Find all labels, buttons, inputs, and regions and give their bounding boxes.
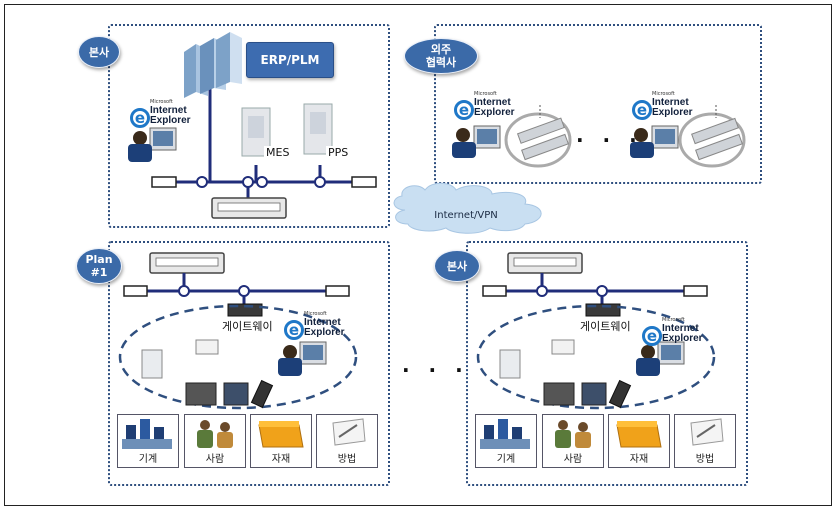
plant2-user-icon [636,341,685,376]
ie-top: Internet [662,323,699,334]
plant2-panel-material: 자재 [608,414,670,468]
factory-icon [480,419,530,449]
ie-top: Internet [304,317,341,328]
partner-zone [434,24,762,184]
plant1-badge: Plan #1 [76,248,122,284]
ie-micro: Microsoft [652,91,675,97]
plant1-zone [108,241,390,486]
plant2-panel-machine: 기계 [475,414,537,468]
plant1-gateway-label: 게이트웨이 [222,320,273,333]
plant1-devices-icon [141,339,274,409]
panel-caption: 자재 [629,454,649,465]
partner-user-1-icon [452,125,501,158]
document-pen-icon [332,418,366,446]
ie-bottom: Explorer [150,115,191,126]
plant2-gateway-label: 게이트웨이 [580,320,631,333]
between-plants-ellipsis: · · · [402,358,469,382]
ie-top: Internet [652,97,689,108]
erp-plm-box: ERP/PLM [246,42,334,78]
plant1-user-icon [278,341,327,376]
ie-top: Internet [150,105,187,116]
plant2-switch-icon [507,252,583,274]
plant1-panel-method: 방법 [316,414,378,468]
workers-icon [197,420,233,448]
hq-zone [108,24,390,228]
partner-user-2-icon [630,125,679,158]
plant2-devices-icon [499,339,632,409]
panel-caption: 기계 [138,454,158,465]
ie-bottom: Explorer [662,333,703,344]
plant2-panel-method: 방법 [674,414,736,468]
panel-caption: 사람 [563,454,583,465]
ie-top: Internet [474,97,511,108]
plant2-badge: 본사 [434,250,480,282]
crate-icon [258,421,304,448]
pps-server-icon [303,103,333,155]
crate-icon [616,421,662,448]
cloud-label: Internet/VPN [434,210,497,221]
partner-ellipsis: · · · [576,128,643,152]
plant2-badge-label: 본사 [446,259,468,273]
plant1-panel-material: 자재 [250,414,312,468]
document-pen-icon [690,418,724,446]
server-rack-icon [184,32,242,98]
ie-micro: Microsoft [150,99,173,105]
ie-micro: Microsoft [662,317,685,323]
hq-badge-label: 본사 [88,45,110,59]
ie-bottom: Explorer [652,107,693,118]
erp-plm-label: ERP/PLM [260,53,320,67]
cloud-icon [393,182,542,234]
ie-bottom: Explorer [304,327,345,338]
hq-badge: 본사 [78,36,120,68]
hq-switch-icon [211,197,287,219]
robot-arm-1-icon [504,105,572,168]
plant1-switch-icon [149,252,225,274]
ie-logo-icon: e [284,320,304,340]
partner-badge-line2: 협력사 [425,56,457,69]
panel-caption: 방법 [695,454,715,465]
ie-logo-icon: e [454,100,474,120]
partner-badge-line1: 외주 [430,43,452,56]
ie-logo-icon: e [130,108,150,128]
plant1-panel-people: 사람 [184,414,246,468]
ie-bottom: Explorer [474,107,515,118]
ie-micro: Microsoft [474,91,497,97]
mes-label: MES [264,146,292,159]
pps-label: PPS [326,146,351,159]
plant1-badge-line2: #1 [90,266,108,279]
ie-micro: Microsoft [304,311,327,317]
panel-caption: 사람 [205,454,225,465]
panel-caption: 자재 [271,454,291,465]
factory-icon [122,419,172,449]
ie-logo-icon: e [642,326,662,346]
workers-icon [555,420,591,448]
plant1-panel-machine: 기계 [117,414,179,468]
panel-caption: 기계 [496,454,516,465]
plant2-panel-people: 사람 [542,414,604,468]
plant1-badge-line1: Plan [85,253,113,266]
partner-badge: 외주 협력사 [404,38,478,74]
hq-user-icon [128,127,177,162]
plant2-zone [466,241,748,486]
robot-arm-2-icon [678,105,746,168]
ie-logo-icon: e [632,100,652,120]
panel-caption: 방법 [337,454,357,465]
